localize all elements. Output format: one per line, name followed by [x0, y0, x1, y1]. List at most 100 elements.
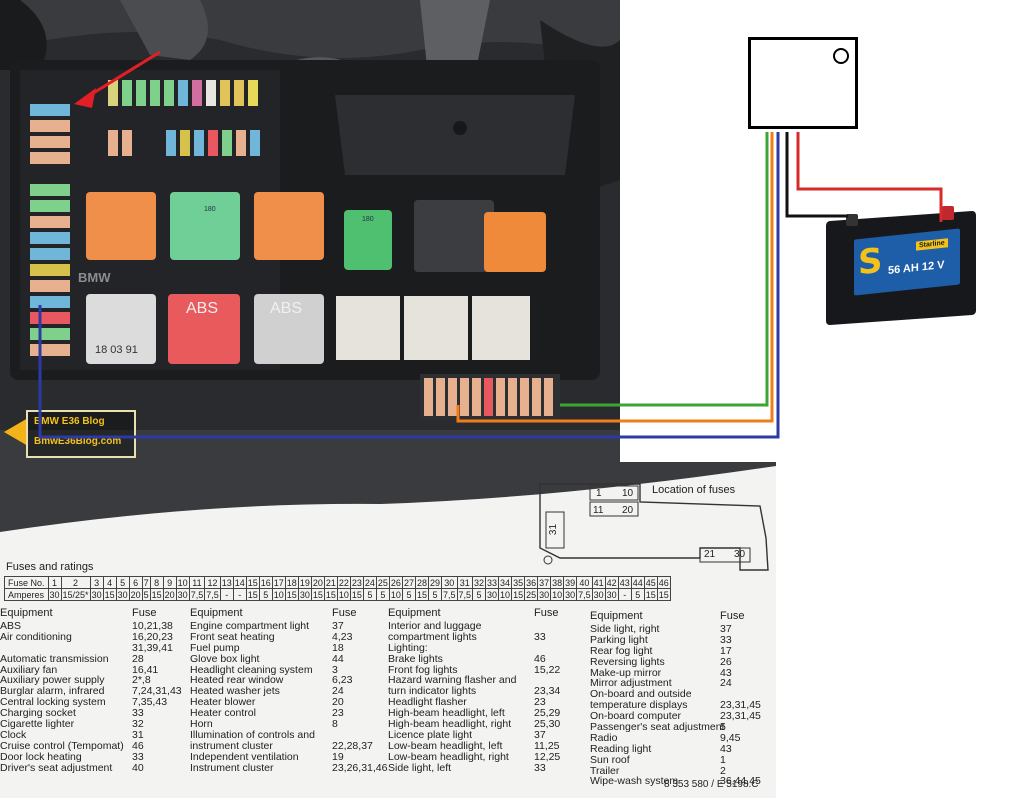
- module-led-icon: [833, 48, 849, 64]
- fuse-number-cell: 11: [188, 576, 206, 589]
- equipment-fuse: 19: [332, 750, 344, 763]
- equipment-name: Charging socket: [0, 707, 76, 720]
- fuse-number-cell: 39: [563, 576, 578, 589]
- battery: S Starline 56 AH 12 V: [826, 196, 982, 330]
- location-number: 11: [593, 505, 604, 516]
- equipment-fuse: 36,44,45: [720, 775, 761, 788]
- fuse-number-cell: 36: [524, 576, 539, 589]
- watermark-arrow-icon: [4, 418, 28, 446]
- equipment-name: Instrument cluster: [190, 761, 274, 774]
- equipment-row: Hazard warning flasher and: [388, 675, 586, 686]
- amperes-cell: 5: [472, 588, 487, 601]
- equipment-name: Automatic transmission: [0, 652, 109, 665]
- equipment-name: Burglar alarm, infrared: [0, 685, 105, 698]
- equipment-name: Heated rear window: [190, 674, 284, 687]
- equipment-fuse: 23,31,45: [720, 699, 761, 712]
- fuse-legend-sheet: [0, 462, 776, 798]
- equipment-name: ABS: [0, 620, 22, 632]
- equipment-name: High-beam headlight, left: [388, 707, 505, 720]
- amperes-cell: -: [617, 588, 632, 601]
- equipment-name: Low-beam headlight, left: [388, 739, 503, 752]
- equipment-name: Auxiliary fan: [0, 663, 58, 676]
- fuse-number-cell: 2: [60, 576, 91, 589]
- equipment-row: Central locking system 7,35,43: [0, 697, 186, 708]
- fuse-number-cell: 27: [401, 576, 416, 589]
- equipment-fuse: 31,39,41: [132, 641, 173, 654]
- equipment-fuse: 16,41: [132, 663, 159, 676]
- equipment-fuse: 23,34: [534, 685, 561, 698]
- amperes-cell: 15: [349, 588, 364, 601]
- relay-abs-label-1: ABS: [186, 300, 219, 317]
- equipment-name: Door lock heating: [0, 750, 82, 763]
- amperes-cell: 10: [388, 588, 403, 601]
- equipment-fuse: 33: [132, 750, 144, 763]
- equipment-fuse: 3: [332, 663, 338, 676]
- equipment-row: Door lock heating 33: [0, 750, 186, 763]
- fuse-number-cell: 23: [349, 576, 364, 589]
- equipment-fuse: 6,23: [332, 674, 353, 687]
- equipment-name: temperature displays: [590, 699, 688, 712]
- amperes-cell: 7,5: [576, 588, 593, 601]
- location-number: 30: [734, 549, 746, 560]
- amperes-cell: 30: [89, 588, 104, 601]
- equipment-row: Illumination of controls and: [190, 729, 386, 741]
- location-number: 31: [548, 523, 560, 536]
- equipment-name: Central locking system: [0, 696, 106, 709]
- fusebox-photo: BMW ABS ABS 18 03 91 180 180 BMW E36 Blo…: [0, 0, 620, 470]
- equipment-name: Cigarette lighter: [0, 718, 75, 731]
- equipment-row: On-board and outside: [590, 689, 774, 700]
- fuse-number-cell: 13: [219, 576, 234, 589]
- fuse-header: Fuse: [720, 610, 745, 622]
- equipment-header: Equipment: [388, 607, 441, 619]
- equipment-name: High-beam headlight, right: [388, 718, 512, 731]
- location-number: 20: [622, 505, 634, 516]
- equipment-row: Interior and luggage: [388, 621, 586, 632]
- equipment-fuse: 23: [332, 707, 344, 720]
- equipment-name: turn indicator lights: [388, 685, 477, 698]
- amperes-cell: 15: [245, 588, 260, 601]
- fuse-number-cell: 42: [604, 576, 619, 589]
- equipment-header: Equipment: [590, 610, 643, 622]
- amperes-cell: 10: [336, 588, 351, 601]
- relay-180-label-1: 180: [204, 206, 216, 213]
- equipment-name: Low-beam headlight, right: [388, 750, 509, 763]
- amperes-cell: -: [232, 588, 247, 601]
- location-number: 21: [704, 549, 716, 560]
- equipment-name: Headlight cleaning system: [190, 663, 313, 676]
- equipment-fuse: 10,21,38: [132, 620, 173, 632]
- fuse-header: Fuse: [132, 607, 157, 619]
- equipment-name: On-board computer: [590, 710, 682, 723]
- amperes-cell: 15/25*: [60, 588, 91, 601]
- equipment-fuse: 43: [720, 666, 732, 679]
- equipment-name: Heated washer jets: [190, 685, 280, 698]
- equipment-fuse: 18: [332, 641, 344, 654]
- equipment-name: Reading light: [590, 742, 652, 755]
- equipment-row: temperature displays 23,31,45: [590, 700, 774, 711]
- amperes-cell: 15: [414, 588, 429, 601]
- equipment-name: Reversing lights: [590, 655, 665, 668]
- equipment-row: Auxiliary fan 16,41: [0, 663, 186, 676]
- amperes-cell: 30: [47, 588, 62, 601]
- amperes-cell: 20: [128, 588, 143, 601]
- equipment-fuse: 7,35,43: [132, 696, 168, 709]
- equipment-fuse: 23: [534, 696, 546, 709]
- equipment-fuse: 37: [534, 728, 546, 741]
- fuse-number-cell: 40: [576, 576, 593, 589]
- fuse-number-cell: 25: [375, 576, 390, 589]
- fusebox-brand-label: BMW: [78, 270, 111, 285]
- equipment-row: Lighting:: [388, 642, 586, 654]
